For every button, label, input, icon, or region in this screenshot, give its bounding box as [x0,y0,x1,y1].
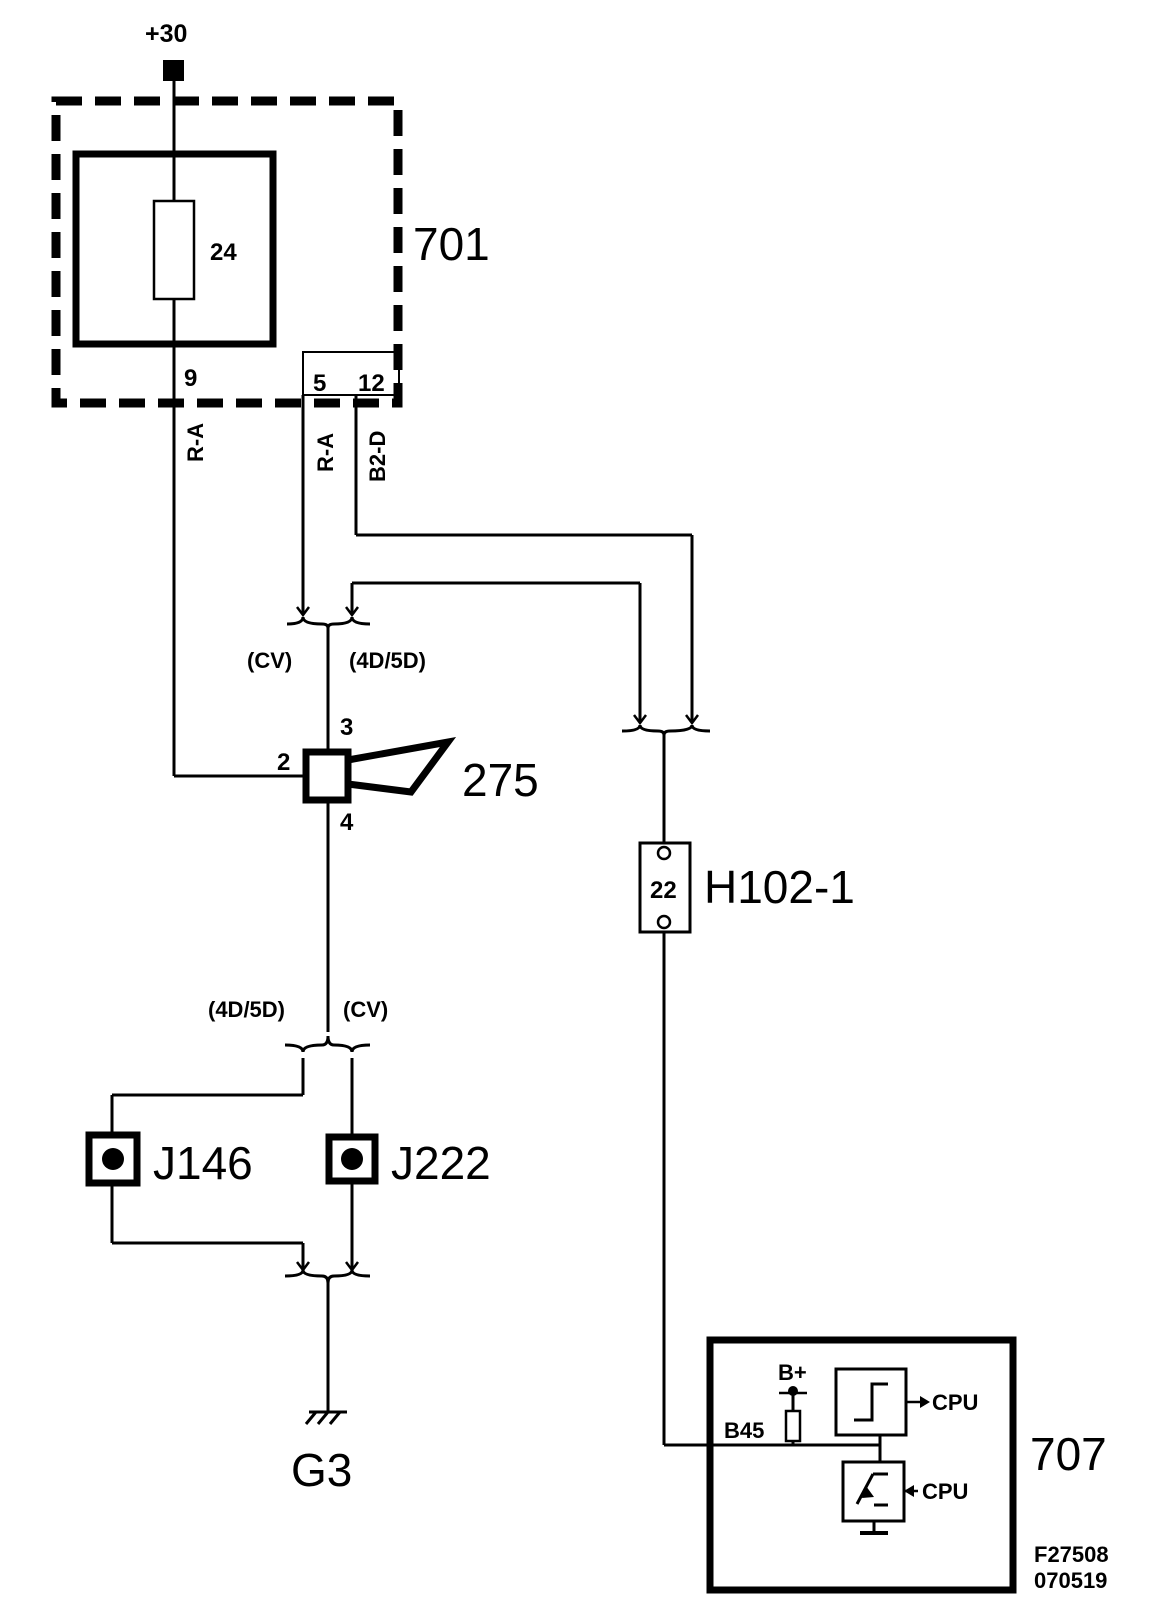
variant-4d5d-label: (4D/5D) [349,648,426,673]
cpu-output-label: CPU [932,1390,978,1415]
pin-12-label: 12 [358,370,385,397]
variant-branches: (CV) (4D/5D) (4D/5D) (CV) [208,606,711,1284]
ground-label: G3 [291,1444,352,1496]
variant-cv-label: (CV) [343,997,388,1022]
fuse-box-label: 701 [413,218,490,270]
output-driver-block [841,1460,906,1523]
figure-code: F27508 070519 [1034,1542,1109,1593]
supply-b-plus-label: B+ [778,1360,807,1385]
fuse-box-701: 24 701 9 5 12 [51,96,490,408]
ground-g3: G3 [291,1410,352,1496]
switch-j222-label: J222 [391,1137,491,1189]
wire-labels: R-A R-A B2-D [183,423,390,482]
switch-j146: J146 [85,1131,253,1189]
connector-pin-label: 22 [650,877,677,904]
module-pin-label: B45 [724,1418,764,1443]
module-label: 707 [1030,1428,1107,1480]
connector-h102-1: 22 H102-1 [638,841,855,934]
horn-275: 275 2 3 4 [277,714,539,836]
horn-icon [344,736,457,796]
supply-terminal: +30 [145,20,187,81]
horn-pin-3: 3 [340,714,353,741]
connector-block [302,351,400,396]
pin-9-label: 9 [184,365,197,392]
fuse-number: 24 [210,239,237,266]
figure-code-label: F27508 [1034,1542,1109,1567]
horn-label: 275 [462,754,539,806]
fuse-symbol [152,199,196,301]
wire-color-label: B2-D [365,431,390,482]
cpu-input-label: CPU [922,1479,968,1504]
pullup-resistor [784,1409,802,1443]
variant-cv-label: (CV) [247,648,292,673]
module-707: B+ B45 CPU CPU 707 [706,1336,1107,1594]
connector-label: H102-1 [704,861,855,913]
wire-color-label: R-A [313,433,338,472]
variant-4d5d-label: (4D/5D) [208,997,285,1022]
switch-j222: J222 [325,1133,491,1189]
horn-pin-2: 2 [277,749,290,776]
pin-5-label: 5 [313,370,326,397]
wires [110,81,880,1447]
horn-pin-4: 4 [340,809,354,836]
schmitt-trigger-icon [854,1382,888,1422]
wire-color-label: R-A [183,423,208,462]
figure-date-label: 070519 [1034,1568,1107,1593]
switch-j146-label: J146 [153,1137,253,1189]
supply-label: +30 [145,20,187,48]
